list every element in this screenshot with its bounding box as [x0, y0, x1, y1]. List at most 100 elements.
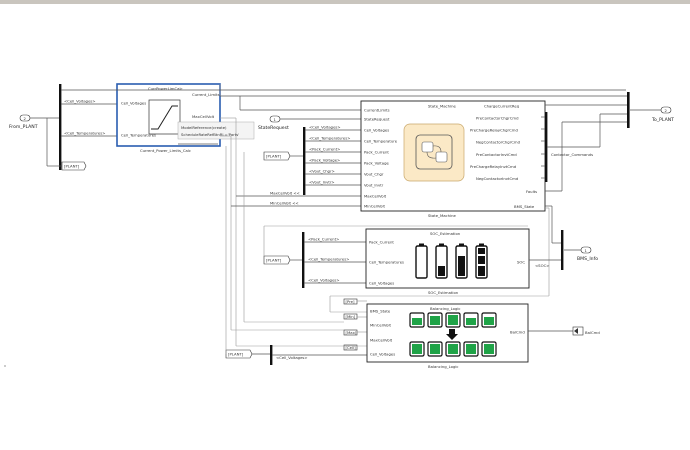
stateflow-chart-icon	[403, 123, 465, 182]
svg-text:PreContactorInvtCmd: PreContactorInvtCmd	[476, 152, 517, 157]
svg-text:1: 1	[585, 248, 588, 253]
svg-text:<Pack_Voltage>: <Pack_Voltage>	[309, 158, 340, 163]
inport-from-plant[interactable]: 2 From_PLANT	[9, 114, 38, 130]
svg-text:<Cell_Voltages>: <Cell_Voltages>	[308, 278, 340, 283]
simulink-diagram-canvas[interactable]: 2 From_PLANT <Cell_Voltages> <Cell_Tempe…	[0, 4, 690, 450]
inport-number: 2	[24, 116, 27, 121]
soc-estimation-block[interactable]: SOC_Estimation Pack_Current Cell_Tempera…	[365, 228, 530, 295]
svg-text:MinCellVolt: MinCellVolt	[370, 323, 392, 328]
svg-text:[Pre]: [Pre]	[346, 299, 356, 304]
bus-selector-soc[interactable]	[302, 232, 305, 288]
goto-plant-d[interactable]: [PLANT]	[225, 349, 253, 359]
bus-creator-plant[interactable]	[627, 92, 630, 128]
outport-bms-info[interactable]: 1 BMS_Info	[577, 246, 598, 262]
svg-text:<Cell_Temperatures>: <Cell_Temperatures>	[309, 136, 350, 141]
svg-text:Cell_Temperature: Cell_Temperature	[364, 139, 398, 144]
svg-text:ModelReference(create): ModelReference(create)	[181, 125, 227, 130]
svg-text:MaxCellVolt: MaxCellVolt	[370, 338, 393, 343]
svg-text:[Min]: [Min]	[346, 314, 356, 319]
svg-text:StateRequest: StateRequest	[364, 117, 390, 122]
svg-text:<SOC>: <SOC>	[535, 263, 549, 268]
svg-text:[PLANT]: [PLANT]	[64, 164, 80, 169]
svg-text:MinCellVolt: MinCellVolt	[364, 204, 386, 209]
svg-text:To_PLANT: To_PLANT	[651, 117, 674, 123]
svg-text:Vout_Chgr: Vout_Chgr	[364, 172, 384, 177]
svg-text:SOC: SOC	[517, 260, 525, 265]
svg-text:Cell_Voltages: Cell_Voltages	[121, 101, 146, 106]
contactor-commands-label: Contactor_Commands	[551, 152, 593, 157]
svg-text:Cell_Voltages: Cell_Voltages	[369, 281, 394, 286]
svg-text:Pack_Current: Pack_Current	[369, 240, 394, 245]
goto-plant-c[interactable]: [PLANT]	[263, 255, 291, 265]
svg-text:Vout_Invtr: Vout_Invtr	[364, 183, 384, 188]
bus-creator-bms[interactable]	[561, 230, 564, 270]
top-border	[0, 0, 690, 4]
bus-selector-main[interactable]	[59, 84, 62, 170]
svg-text:2: 2	[665, 108, 668, 113]
svg-text:[PLANT]: [PLANT]	[228, 352, 244, 357]
svg-text:BMS_State: BMS_State	[370, 309, 391, 314]
svg-text:Faults: Faults	[526, 189, 537, 194]
svg-text:[Max]: [Max]	[346, 330, 357, 335]
svg-text:PreChargeRelayChgrCmd: PreChargeRelayChgrCmd	[470, 128, 518, 133]
svg-text:Current_Limits: Current_Limits	[192, 92, 220, 97]
svg-text:<Cell_Temperatures>: <Cell_Temperatures>	[308, 257, 349, 262]
svg-text:MaxCellVolt <<: MaxCellVolt <<	[270, 191, 300, 196]
svg-text:CurrentLimits: CurrentLimits	[364, 108, 390, 113]
svg-text:<Vout_Invtr>: <Vout_Invtr>	[309, 180, 335, 185]
canvas-marker	[4, 365, 6, 367]
outport-to-plant[interactable]: 2 To_PLANT	[651, 106, 674, 123]
svg-text:<Pack_Current>: <Pack_Current>	[308, 237, 339, 242]
state-machine-block[interactable]: State_Machine CurrentLimits StateRequest…	[360, 100, 546, 218]
svg-text:BalCmd: BalCmd	[510, 330, 525, 335]
signal-cell-temperatures: <Cell_Temperatures>	[64, 131, 105, 136]
goto-balcmd[interactable]: BalCmd	[572, 326, 600, 336]
svg-text:[PLANT]: [PLANT]	[266, 154, 282, 159]
svg-text:BMS_Info: BMS_Info	[577, 256, 598, 262]
signal-cell-voltages: <Cell_Voltages>	[64, 99, 96, 104]
svg-text:PreChargeRelayInvtCmd: PreChargeRelayInvtCmd	[470, 164, 517, 169]
block-header: SOC_Estimation	[430, 231, 461, 236]
svg-text:<Pack_Current>: <Pack_Current>	[309, 147, 340, 152]
svg-text:1: 1	[274, 117, 277, 122]
svg-text:NegContactorChgrCmd: NegContactorChgrCmd	[476, 140, 521, 145]
svg-text:ChargeCurrentReq: ChargeCurrentReq	[484, 104, 520, 109]
svg-text:NegContactorInvtCmd: NegContactorInvtCmd	[476, 176, 519, 181]
bus-selector-state[interactable]	[303, 127, 306, 195]
svg-text:<Cell_Voltages>: <Cell_Voltages>	[276, 355, 308, 360]
svg-text:MaxCellVolt: MaxCellVolt	[192, 114, 215, 119]
svg-text:<Cell_Voltages>: <Cell_Voltages>	[309, 125, 341, 130]
svg-text:Cell_Temperatures: Cell_Temperatures	[369, 260, 404, 265]
bus-selector-balancing[interactable]	[270, 345, 273, 365]
svg-text:Pack_Voltage: Pack_Voltage	[364, 161, 390, 166]
battery-gauge-icon	[415, 243, 488, 279]
balancing-logic-block[interactable]: Balancing_Logic BMS_State MinCellVolt Ma…	[366, 303, 529, 369]
svg-text:Cell_Temperatures: Cell_Temperatures	[121, 133, 156, 138]
svg-text:<Vout_Chgr>: <Vout_Chgr>	[309, 169, 335, 174]
bus-creator-contactors[interactable]	[545, 112, 548, 182]
svg-text:Cell_Voltages: Cell_Voltages	[364, 128, 389, 133]
goto-plant-a[interactable]: [PLANT]	[61, 161, 87, 171]
cell-balancing-icon	[409, 312, 497, 357]
svg-text:Cell_Voltages: Cell_Voltages	[370, 352, 395, 357]
current-power-limits-block[interactable]: CurrPowerLimCalc Cell_Voltages Cell_Temp…	[116, 83, 221, 153]
block-header: CurrPowerLimCalc	[148, 86, 183, 91]
svg-text:Pack_Current: Pack_Current	[364, 150, 389, 155]
svg-text:MaxCellVolt: MaxCellVolt	[364, 194, 387, 199]
svg-text:StateRequest: StateRequest	[258, 125, 289, 131]
block-header: Balancing_Logic	[430, 306, 461, 311]
svg-text:BalCmd: BalCmd	[585, 330, 600, 335]
from-tags[interactable]: [Pre] [Min] [Max] [Cell]	[343, 298, 358, 351]
inport-label: From_PLANT	[9, 124, 38, 130]
block-title: Balancing_Logic	[428, 364, 459, 369]
block-title: Current_Power_Limits_Calc	[140, 148, 191, 153]
svg-text:ScheduleRateRefBtnRL='Parts': ScheduleRateRefBtnRL='Parts'	[181, 132, 239, 137]
block-title: SOC_Estimation	[428, 290, 459, 295]
svg-text:MinCellVolt <<: MinCellVolt <<	[270, 201, 299, 206]
svg-text:[PLANT]: [PLANT]	[266, 258, 282, 263]
block-title: State_Machine	[428, 213, 457, 218]
svg-text:BMS_State: BMS_State	[514, 204, 535, 209]
goto-plant-b[interactable]: [PLANT]	[263, 151, 291, 161]
inport-state-request[interactable]: 1 StateRequest	[258, 115, 289, 131]
svg-text:[Cell]: [Cell]	[346, 345, 357, 350]
